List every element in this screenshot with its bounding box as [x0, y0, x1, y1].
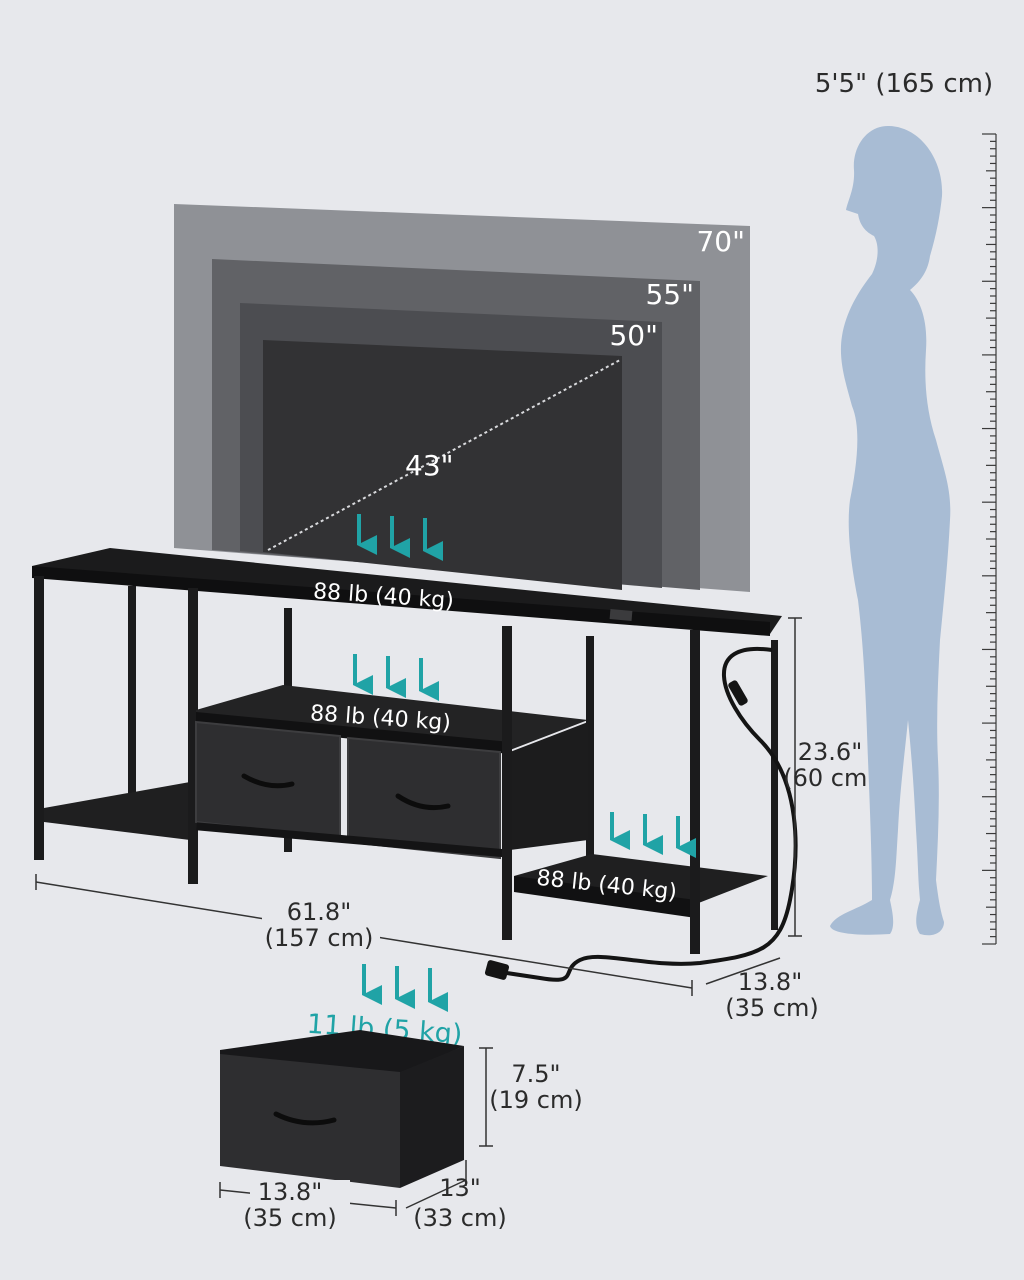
drawer-right-handle	[395, 793, 451, 811]
stand-leg-back-right	[586, 636, 594, 858]
drawer-detail	[220, 1030, 464, 1188]
drawer-height-inches: 7.5"	[511, 1060, 560, 1088]
stand-leg-front-right	[690, 630, 700, 954]
top-load-arrows	[357, 514, 443, 561]
stand-leg-front-center	[502, 626, 512, 940]
drawer-width-cm: (35 cm)	[243, 1204, 336, 1232]
stand-top-board-front	[32, 566, 770, 636]
drawer-left	[195, 720, 341, 840]
drawer-detail-side	[400, 1046, 464, 1188]
person-height-label: 5'5" (165 cm)	[815, 69, 993, 99]
drawer-depth-inches: 13"	[439, 1174, 481, 1202]
stand-leg-front-left	[34, 576, 44, 860]
middle-load-arrows	[353, 654, 439, 701]
stand-middle-shelf	[196, 685, 588, 750]
power-cable	[499, 646, 798, 982]
stand-width-inches: 61.8"	[287, 898, 351, 926]
power-strip	[609, 609, 633, 621]
drawer-bottom-rail	[196, 822, 510, 858]
stand-middle-shelf-front	[196, 712, 510, 754]
stand-depth-inches: 13.8"	[738, 968, 802, 996]
tv-size-comparison: 70" 55" 50" 43"	[174, 204, 750, 592]
tv-size-43-label: 43"	[405, 449, 454, 482]
stand-height-cm: (60 cm)	[783, 764, 876, 792]
tv-size-70-label: 70"	[696, 225, 745, 258]
person-silhouette	[830, 126, 951, 936]
stand-depth-cm: (35 cm)	[725, 994, 818, 1022]
stand-right-shelf-front	[514, 876, 696, 918]
side-load-arrows	[610, 812, 696, 858]
stand-leg-front-mid-left	[188, 588, 198, 884]
drawer-right	[347, 736, 501, 860]
height-ruler	[982, 133, 997, 945]
drawer-depth-cm: (33 cm)	[413, 1204, 506, 1232]
stand-right-shelf	[514, 854, 768, 904]
drawer-left-handle	[241, 773, 295, 789]
load-arrows	[353, 514, 696, 1012]
tv-diagonal	[267, 359, 621, 551]
tv-size-55-label: 55"	[645, 278, 694, 311]
drawer-detail-handle	[273, 1111, 337, 1126]
stand-height-inches: 23.6"	[798, 738, 862, 766]
tv-stand	[32, 548, 798, 982]
drawer-load-arrows	[362, 964, 448, 1012]
stand-width-cm: (157 cm)	[265, 924, 374, 952]
stand-leg-back-far-right	[771, 640, 778, 930]
tv-size-50-label: 50"	[609, 319, 658, 352]
stand-left-shelf	[44, 782, 190, 840]
drawer-cabinet-side	[510, 722, 588, 850]
power-plug	[484, 960, 510, 980]
cable-inline-switch	[728, 680, 748, 706]
tv-43-screen	[263, 340, 622, 590]
stand-leg-back-left	[128, 586, 136, 816]
drawer-detail-top-rim	[220, 1030, 464, 1074]
drawer-height-cm: (19 cm)	[489, 1086, 582, 1114]
drawer-width-inches: 13.8"	[258, 1178, 322, 1206]
